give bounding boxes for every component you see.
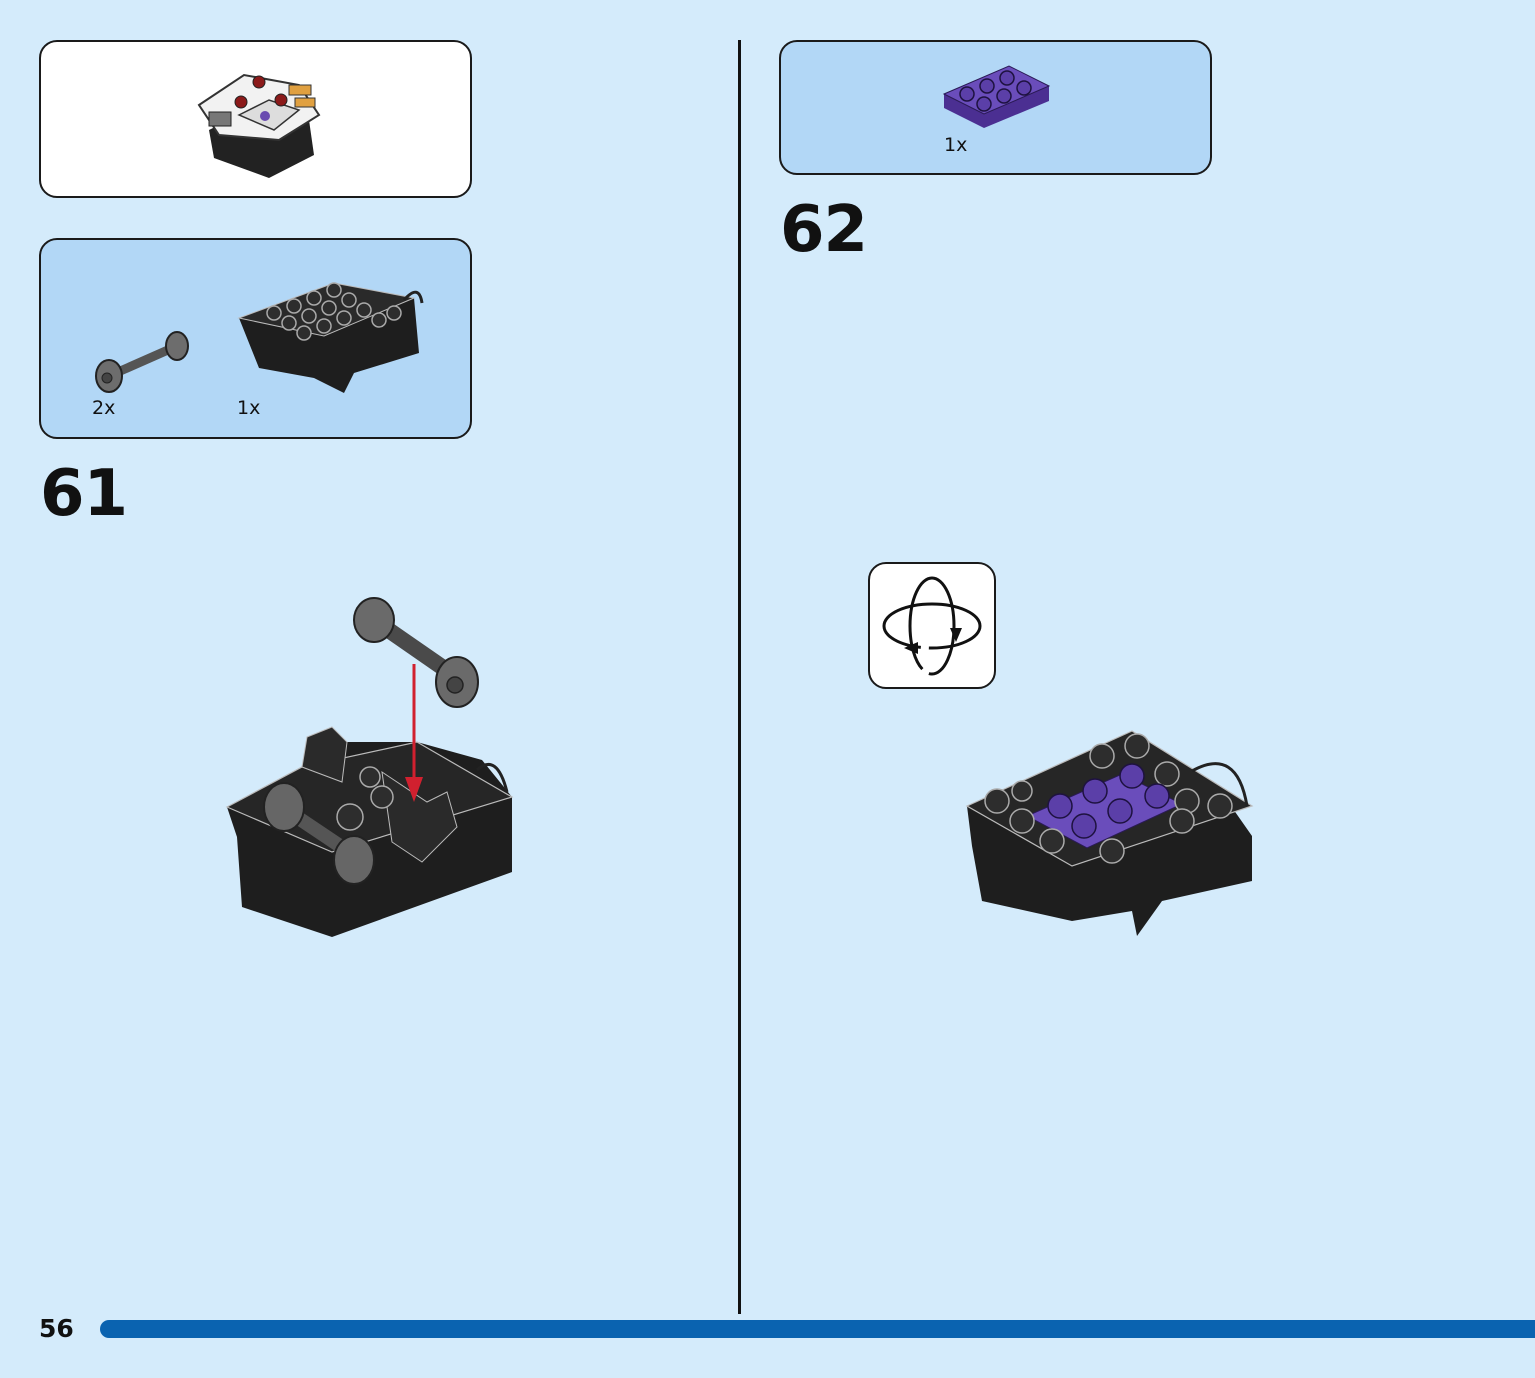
- rotate-model-box: [868, 562, 996, 689]
- submodel-preview-image: [197, 73, 321, 178]
- parts-list-step-62: 1x: [779, 40, 1212, 175]
- part-qty-purple-plate: 1x: [944, 134, 968, 156]
- part-qty-chassis: 1x: [237, 397, 261, 419]
- black-chassis-part: [237, 282, 424, 393]
- part-qty-axle: 2x: [92, 397, 116, 419]
- rotate-model-icon: [882, 576, 982, 676]
- step-number-62: 62: [780, 193, 868, 267]
- purple-plate-part: [942, 65, 1051, 128]
- page-divider: [738, 40, 741, 1314]
- page-number: 56: [39, 1314, 74, 1343]
- submodel-preview-box: [39, 40, 472, 198]
- parts-list-step-61: 2x 1x: [39, 238, 472, 439]
- step-62-illustration: [965, 730, 1254, 936]
- axle-wheels-part: [95, 331, 189, 393]
- progress-bar: [100, 1320, 1535, 1338]
- step-61-illustration: [225, 597, 514, 937]
- step-number-61: 61: [40, 457, 128, 531]
